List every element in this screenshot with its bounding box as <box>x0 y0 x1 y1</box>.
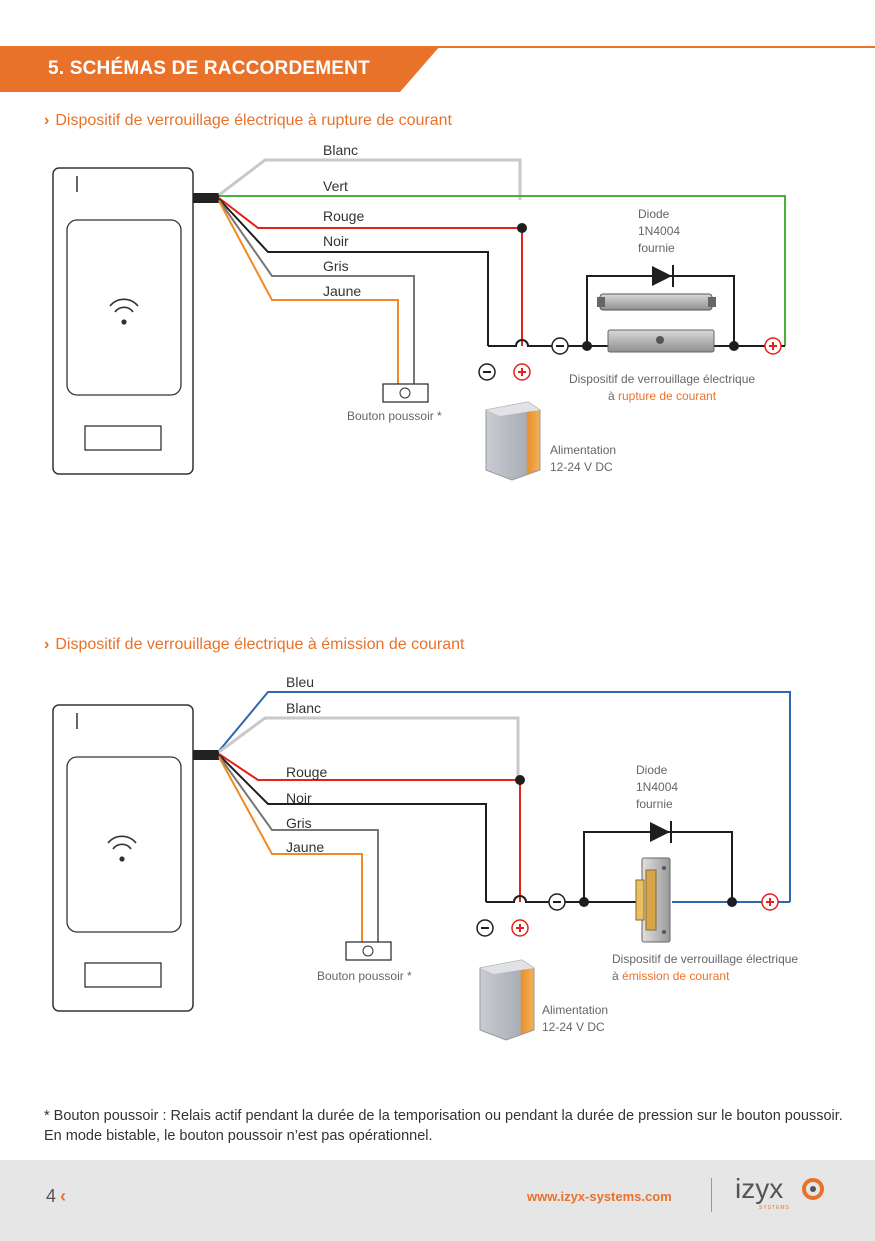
wire-label-gris: Gris <box>323 258 349 274</box>
wire-white <box>218 716 520 780</box>
diode-icon <box>650 821 672 843</box>
section-1-title: › Dispositif de verrouillage électrique à… <box>44 112 452 130</box>
power-supply-icon <box>479 959 535 1041</box>
wire-label-rouge: Rouge <box>286 764 327 780</box>
magnetic-lock-icon <box>597 293 716 353</box>
minus-terminal-icon <box>478 363 496 381</box>
push-button-icon <box>382 383 429 403</box>
diode-label-3: fournie <box>636 797 673 811</box>
wiring-diagram-fail-secure: Bleu Blanc Rouge Noir Gris Jaune Diode 1… <box>52 674 798 1041</box>
page-number-value: 4 <box>46 1186 57 1206</box>
wire-red <box>218 753 521 902</box>
header-banner-tip <box>400 46 440 92</box>
page-title: 5. SCHÉMAS DE RACCORDEMENT <box>48 58 370 79</box>
electric-strike-icon <box>635 857 671 943</box>
logo-mark-icon <box>802 1178 824 1200</box>
wire-label-blanc: Blanc <box>323 142 358 158</box>
header-banner <box>0 46 400 92</box>
diode-label-2: 1N4004 <box>636 780 678 794</box>
button-label: Bouton poussoir * <box>317 969 412 983</box>
izyx-logo: izyx SYSTEMS <box>735 1173 824 1211</box>
power-supply-icon <box>485 401 541 481</box>
plus-terminal-icon <box>764 337 782 355</box>
diode-label-1: Diode <box>636 763 668 777</box>
wire-label-blanc: Blanc <box>286 700 321 716</box>
section-2-title: › Dispositif de verrouillage électrique à… <box>44 636 464 654</box>
psu-label-1: Alimentation <box>542 1003 608 1017</box>
svg-text:SYSTEMS: SYSTEMS <box>759 1205 790 1211</box>
wire-yellow <box>218 200 399 384</box>
wire-label-gris: Gris <box>286 815 312 831</box>
wire-green <box>219 195 786 346</box>
wire-black <box>218 754 487 902</box>
card-reader <box>52 704 219 1012</box>
svg-text:izyx: izyx <box>735 1173 783 1204</box>
wire-label-rouge: Rouge <box>323 208 364 224</box>
wifi-icon <box>107 835 137 862</box>
minus-terminal-icon <box>551 337 569 355</box>
wifi-icon <box>109 298 139 325</box>
footer <box>0 1160 875 1241</box>
diode-label-2: 1N4004 <box>638 224 680 238</box>
footer-divider <box>711 1178 712 1212</box>
wire-black <box>218 198 489 346</box>
wire-label-noir: Noir <box>286 790 312 806</box>
psu-label-2: 12-24 V DC <box>550 460 613 474</box>
wire-yellow <box>218 756 363 942</box>
wire-label-jaune: Jaune <box>323 283 361 299</box>
wire-blue <box>218 691 791 902</box>
chevron-right-icon: › <box>44 112 50 129</box>
diode-icon <box>652 265 674 287</box>
chevron-right-icon: › <box>44 636 50 653</box>
minus-terminal-icon <box>476 919 494 937</box>
wire-white <box>218 158 522 200</box>
chevron-left-icon: ‹ <box>60 1186 67 1206</box>
website-link[interactable]: www.izyx-systems.com <box>527 1189 672 1204</box>
push-button-icon <box>345 941 392 961</box>
psu-label-2: 12-24 V DC <box>542 1020 605 1034</box>
wire-label-vert: Vert <box>323 178 348 194</box>
section-1-title-text: Dispositif de verrouillage électrique à … <box>55 112 452 129</box>
psu-label-1: Alimentation <box>550 443 616 457</box>
wire-label-bleu: Bleu <box>286 674 314 690</box>
lock-label-line2: à rupture de courant <box>608 389 717 403</box>
wire-label-noir: Noir <box>323 233 349 249</box>
minus-terminal-icon <box>548 893 566 911</box>
wire-label-jaune: Jaune <box>286 839 324 855</box>
lock-label-line2: à émission de courant <box>612 969 730 983</box>
lock-label-line1: Dispositif de verrouillage électrique <box>569 372 755 386</box>
card-reader <box>52 167 219 475</box>
button-label: Bouton poussoir * <box>347 409 442 423</box>
diode-label-1: Diode <box>638 207 670 221</box>
wire-grey <box>218 199 415 384</box>
plus-terminal-icon <box>511 919 529 937</box>
page-number: 4‹ <box>46 1186 66 1207</box>
wire-red <box>218 197 523 346</box>
plus-terminal-icon <box>513 363 531 381</box>
footnote: * Bouton poussoir : Relais actif pendant… <box>44 1108 843 1144</box>
lock-label-line1: Dispositif de verrouillage électrique <box>612 952 798 966</box>
plus-terminal-icon <box>761 893 779 911</box>
wire-grey <box>218 755 379 942</box>
wiring-diagram-fail-safe: Blanc Vert Rouge Noir Gris Jaune Diode 1… <box>52 142 786 481</box>
section-2-title-text: Dispositif de verrouillage électrique à … <box>55 636 465 653</box>
diode-label-3: fournie <box>638 241 675 255</box>
